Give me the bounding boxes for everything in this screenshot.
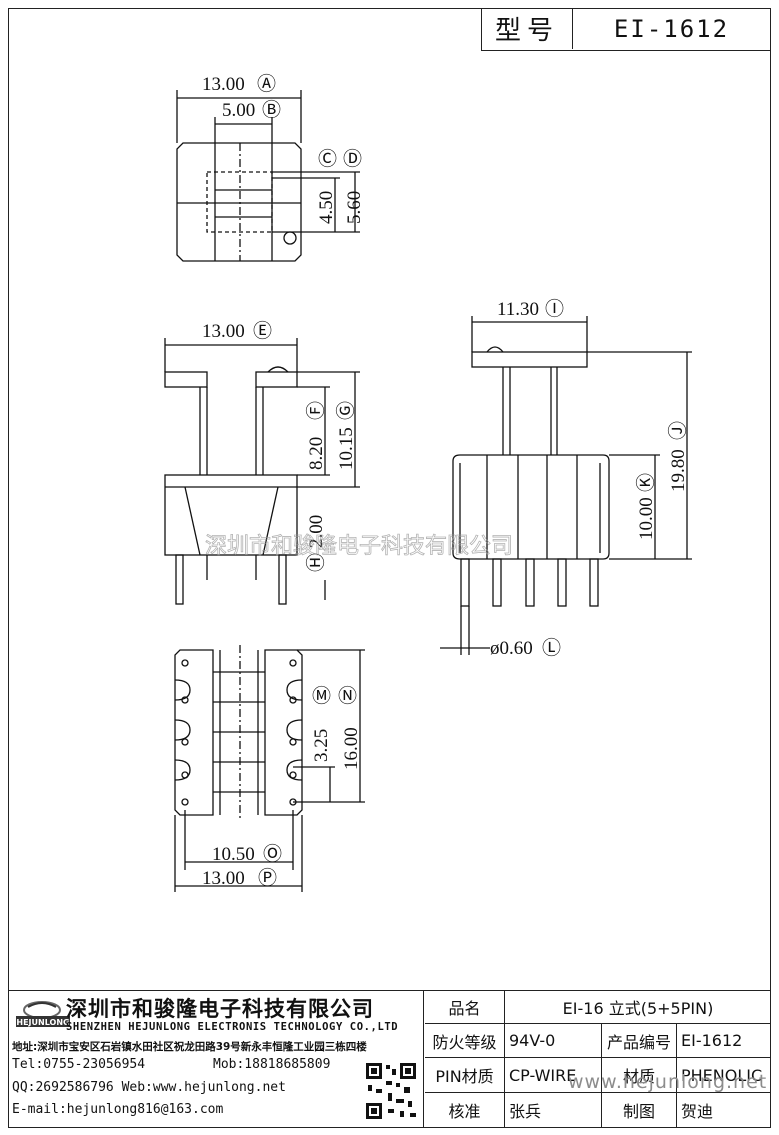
dim-F-value: 8.20 [306,437,327,470]
model-box: 型号 EI-1612 [481,8,771,51]
approve-label: 核准 [425,1093,505,1127]
dim-N-value: 16.00 [341,727,362,770]
fire-grade-value: 94V-0 [505,1024,602,1058]
dim-K-value: 10.00 [636,497,657,540]
model-value: EI-1612 [613,14,730,43]
dim-B-mark: Ⓑ [262,99,281,121]
dim-E-mark: Ⓔ [253,320,272,342]
front-view [164,338,360,605]
dim-J-mark: Ⓙ [667,421,689,440]
product-name-label: 品名 [425,991,505,1024]
product-code-label: 产品编号 [602,1024,677,1058]
dim-O-mark: Ⓞ [263,843,282,865]
company-tel: Tel:0755-23056954 [12,1057,146,1072]
approve-value: 张兵 [505,1093,602,1127]
company-watermark: 深圳市和骏隆电子科技有限公司 [205,534,513,559]
dim-P-mark: Ⓟ [258,867,277,889]
pin-material-value: CP-WIRE [505,1058,602,1093]
product-code-value: EI-1612 [677,1024,771,1058]
dim-G-value: 10.15 [336,427,357,470]
company-name-en: SHENZHEN HEJUNLONG ELECTRONIS TECHNOLOGY… [66,1021,399,1033]
company-email: E-mail:hejunlong816@163.com [12,1102,224,1117]
dim-C-mark: Ⓒ [318,148,337,170]
top-view [176,90,360,262]
bottom-view [174,645,365,892]
dim-O-value: 10.50 [212,844,255,865]
side-view [440,316,692,655]
technical-drawing: 13.00 Ⓐ 5.00 Ⓑ Ⓒ Ⓓ 4.50 5.60 13.00 Ⓔ 8.2… [164,73,692,892]
material-value: PHENOLIC [677,1058,771,1093]
dim-D-mark: Ⓓ [343,148,362,170]
dim-H-value: 2.00 [306,515,327,548]
dim-A-mark: Ⓐ [257,73,276,95]
dim-H-mark: Ⓗ [305,553,327,572]
dim-C-value: 4.50 [316,191,337,224]
dim-P-value: 13.00 [202,868,245,889]
product-name-value: EI-16 立式(5+5PIN) [505,991,771,1024]
title-block: HEJUNLONG 深圳市和骏隆电子科技有限公司 SHENZHEN HEJUNL… [8,990,771,1128]
dim-G-mark: Ⓖ [335,401,357,420]
dim-I-value: 11.30 [497,299,539,320]
company-qq-web: QQ:2692586796 Web:www.hejunlong.net [12,1080,286,1095]
drawer-value: 贺迪 [681,1102,714,1121]
drawing-frame [8,8,771,1128]
dim-J-value: 19.80 [668,449,689,492]
dim-A-value: 13.00 [202,74,245,95]
drawer-label: 制图 [602,1093,677,1127]
model-label: 型号 [482,8,573,49]
company-mob: Mob:18818685809 [213,1057,331,1072]
company-logo-icon: HEJUNLONG [16,1001,70,1027]
dim-L-value: ø0.60 [490,638,533,659]
dim-N-mark: Ⓝ [338,685,357,707]
dim-L-mark: Ⓛ [542,637,561,659]
company-info: HEJUNLONG 深圳市和骏隆电子科技有限公司 SHENZHEN HEJUNL… [8,991,424,1127]
dim-F-mark: Ⓕ [305,401,327,420]
logo-text: HEJUNLONG [16,1018,69,1027]
dim-M-value: 3.25 [311,729,332,762]
dim-E-value: 13.00 [202,321,245,342]
url-watermark: www.hejunlong.net [568,1071,768,1093]
dim-I-mark: Ⓘ [545,298,564,320]
pin-material-label: PIN材质 [425,1058,505,1093]
dim-M-mark: Ⓜ [312,685,331,707]
qr-code-icon [364,1061,418,1121]
material-label: 材质 [602,1058,677,1093]
dim-D-value: 5.60 [344,191,365,224]
dim-K-mark: Ⓚ [635,473,657,492]
dim-B-value: 5.00 [222,100,255,121]
fire-grade-label: 防火等级 [425,1024,505,1058]
company-address: 地址:深圳市宝安区石岩镇水田社区祝龙田路39号新永丰恒隆工业园三栋四楼 [12,1041,367,1053]
company-name-cn: 深圳市和骏隆电子科技有限公司 [66,997,374,1021]
